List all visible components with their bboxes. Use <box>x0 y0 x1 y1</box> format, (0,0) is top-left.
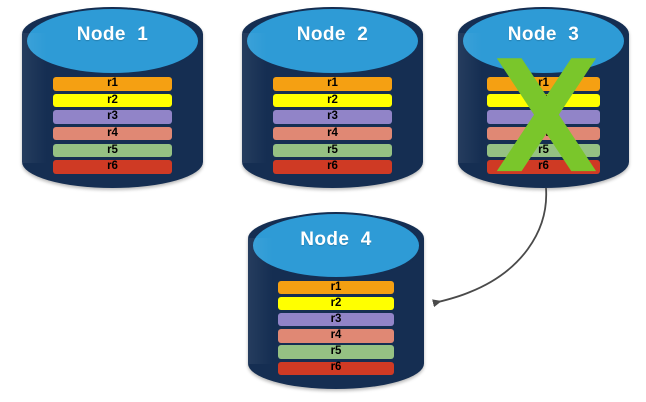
row-r6[interactable]: r6 <box>52 160 173 174</box>
node-2-cylinder-top <box>244 7 421 76</box>
row-r3[interactable]: r3 <box>52 110 173 124</box>
row-r4[interactable]: r4 <box>277 329 395 343</box>
row-r4[interactable]: r4 <box>272 127 393 141</box>
node-3[interactable]: Node 3 r1 r2 r3 r4 r5 r6 <box>458 7 629 188</box>
row-r4[interactable]: r4 <box>487 127 600 141</box>
row-r1[interactable]: r1 <box>272 77 393 91</box>
row-r6[interactable]: r6 <box>487 160 600 174</box>
row-r3[interactable]: r3 <box>277 313 395 327</box>
row-r5[interactable]: r5 <box>52 143 173 157</box>
node-2[interactable]: Node 2 r1 r2 r3 r4 r5 r6 <box>242 7 423 188</box>
node-2-title: Node 2 <box>296 24 369 46</box>
node-1-cylinder-top <box>24 7 201 76</box>
row-r2[interactable]: r2 <box>487 93 600 108</box>
row-r3[interactable]: r3 <box>487 110 600 124</box>
node-2-rows: r1 r2 r3 r4 r5 r6 <box>272 77 393 174</box>
node-1-title: Node 1 <box>76 24 149 46</box>
node-3-rows: r1 r2 r3 r4 r5 r6 <box>487 77 600 174</box>
node-1-rows: r1 r2 r3 r4 r5 r6 <box>52 77 173 174</box>
node-4-cylinder-top <box>250 212 422 279</box>
row-r3[interactable]: r3 <box>272 110 393 124</box>
row-r5[interactable]: r5 <box>272 143 393 157</box>
row-r2[interactable]: r2 <box>277 296 395 311</box>
row-r1[interactable]: r1 <box>487 77 600 91</box>
row-r4[interactable]: r4 <box>52 127 173 141</box>
node-4-title: Node 4 <box>300 228 372 250</box>
row-r2[interactable]: r2 <box>272 93 393 108</box>
row-r1[interactable]: r1 <box>52 77 173 91</box>
node-3-title: Node 3 <box>507 24 580 46</box>
row-r6[interactable]: r6 <box>272 160 393 174</box>
row-r2[interactable]: r2 <box>52 93 173 108</box>
row-r1[interactable]: r1 <box>277 280 395 295</box>
row-r6[interactable]: r6 <box>277 361 395 375</box>
row-r5[interactable]: r5 <box>487 143 600 157</box>
node-1[interactable]: Node 1 r1 r2 r3 r4 r5 r6 <box>22 7 203 188</box>
row-r5[interactable]: r5 <box>277 345 395 359</box>
